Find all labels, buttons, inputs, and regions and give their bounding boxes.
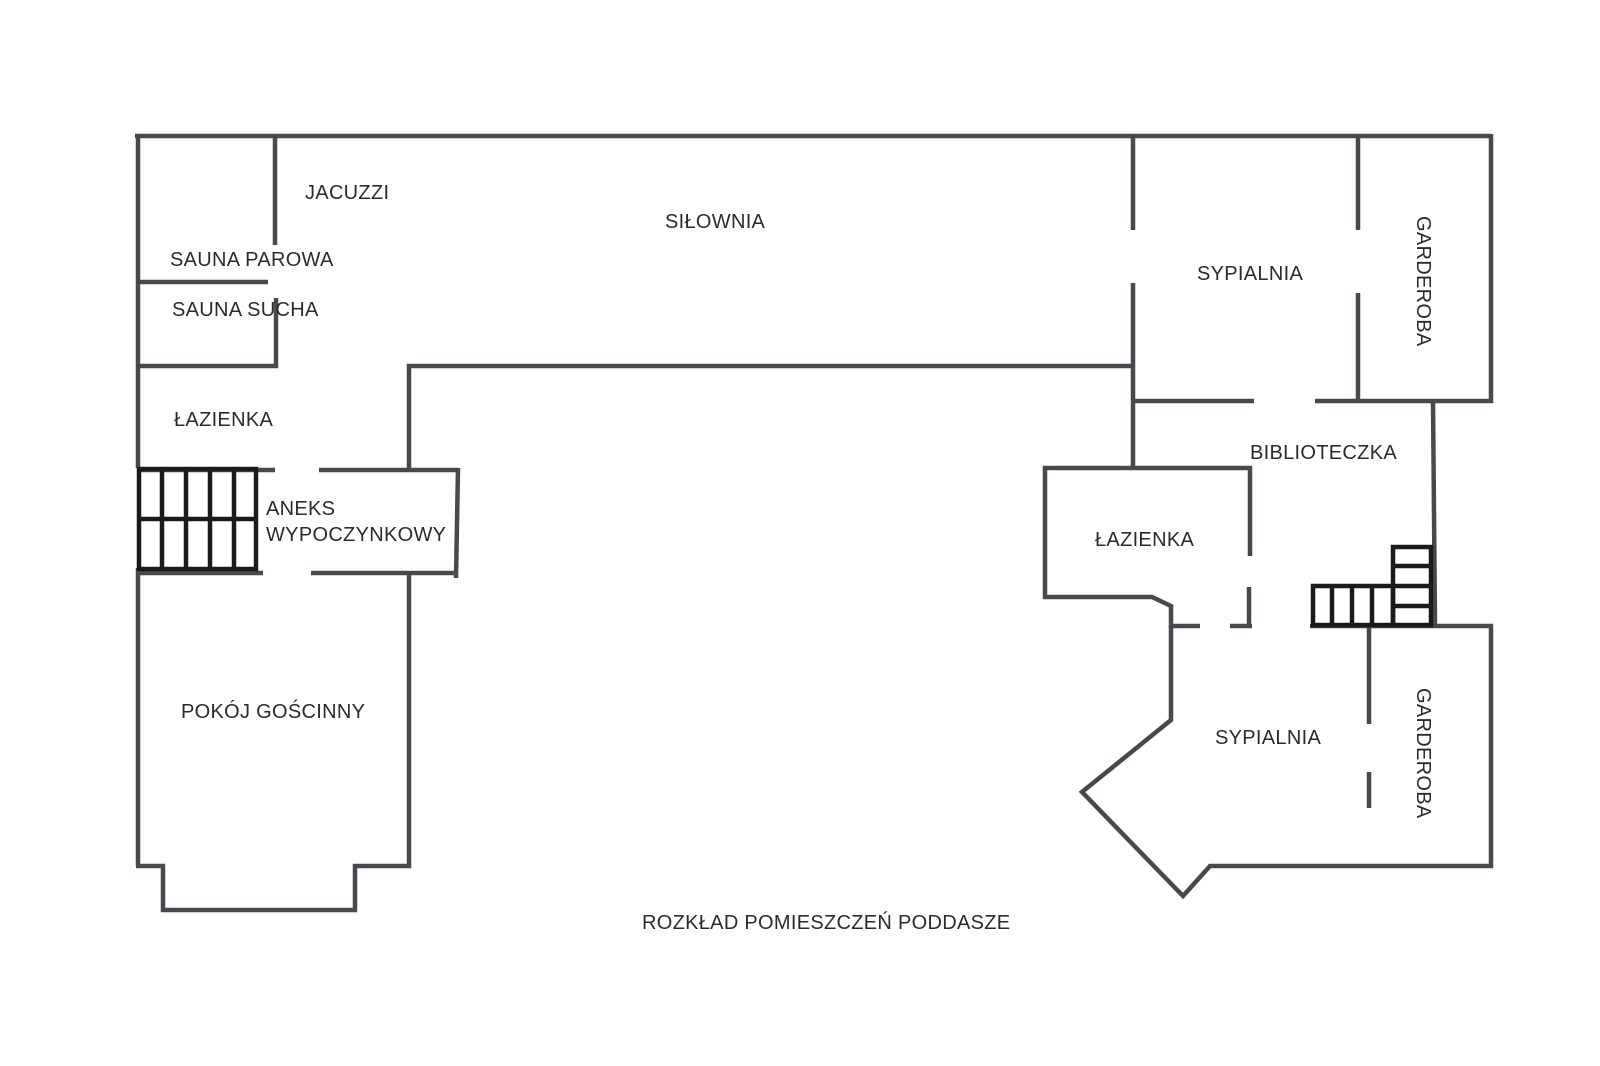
label-aneks-line2: WYPOCZYNKOWY [266, 524, 446, 546]
label-garderoba-bottom: GARDEROBA [1412, 688, 1434, 819]
label-aneks-line1: ANEKS [266, 498, 335, 520]
room-labels: JACUZZI SIŁOWNIA SAUNA PAROWA SAUNA SUCH… [170, 182, 1434, 819]
wall-guest-bay [136, 574, 412, 913]
label-sauna-parowa: SAUNA PAROWA [170, 249, 334, 271]
label-lazienka-left: ŁAZIENKA [174, 409, 273, 431]
label-jacuzzi: JACUZZI [305, 182, 389, 204]
walls [135, 133, 1494, 913]
wall-bathroom-right [1042, 465, 1253, 628]
wall-bedroom-lower-outline [1078, 623, 1494, 900]
label-sauna-sucha: SAUNA SUCHA [172, 299, 319, 321]
stairs-left [136, 466, 259, 572]
wall-library-right [1430, 400, 1438, 626]
label-sypialnia-top: SYPIALNIA [1197, 263, 1303, 285]
label-garderoba-top: GARDEROBA [1412, 216, 1434, 347]
label-sypialnia-bottom: SYPIALNIA [1215, 727, 1321, 749]
stairs-right [1310, 544, 1434, 628]
wall-gym-bottom [406, 363, 1133, 470]
label-silownia: SIŁOWNIA [665, 211, 766, 233]
label-pokoj-goscinny: POKÓJ GOŚCINNY [181, 699, 365, 723]
label-biblioteczka: BIBLIOTECZKA [1250, 442, 1397, 464]
plan-caption: ROZKŁAD POMIESZCZEŃ PODDASZE [642, 911, 1010, 934]
wall-annex-right [453, 467, 461, 579]
label-lazienka-right: ŁAZIENKA [1095, 529, 1194, 551]
